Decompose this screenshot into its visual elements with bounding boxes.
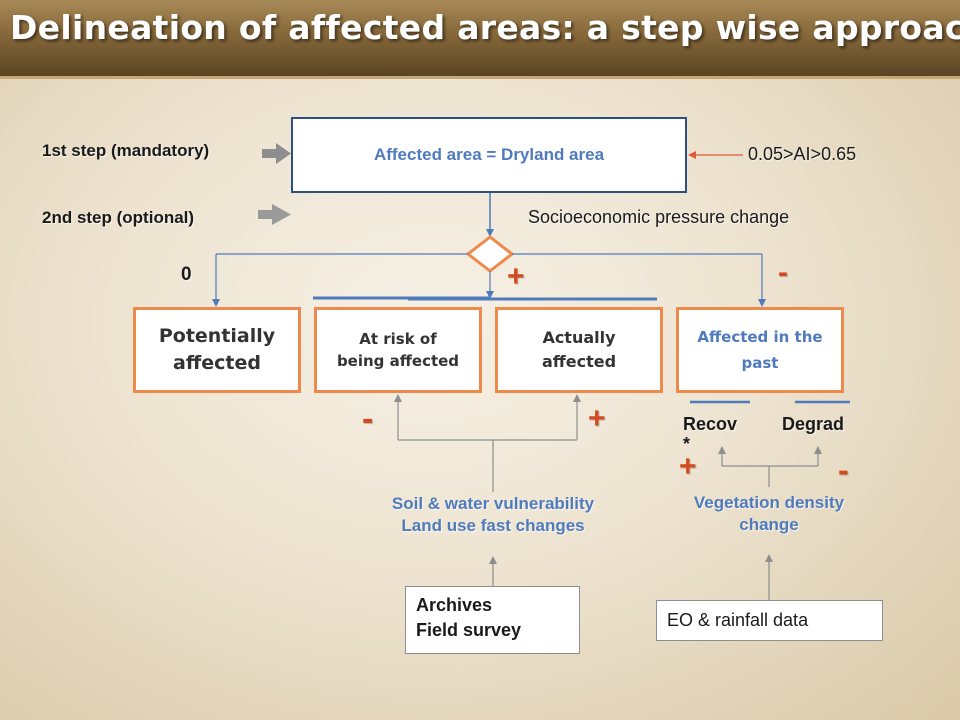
vegetation-density-label: Vegetation density change: [693, 493, 845, 534]
soil-fork-left-arrowhead: [394, 394, 402, 402]
archives-field-survey-box: Archives Field survey: [405, 586, 580, 654]
actually-affected-box: Actually affected: [495, 307, 663, 393]
ai-range-label: 0.05>AI>0.65: [748, 144, 857, 164]
eo-rainfall-box: EO & rainfall data: [656, 600, 883, 641]
step2-arrow: [258, 204, 291, 225]
branch-plus-sign: +: [507, 260, 525, 293]
at-risk-label: At risk of being affected: [336, 330, 460, 370]
archives-arrowhead: [489, 556, 497, 564]
actually-affected-label: Actually affected: [541, 328, 617, 371]
branch-drop-right-arrowhead: [758, 299, 766, 307]
slide-title: Delineation of affected areas: a step wi…: [10, 8, 960, 47]
recov-label: Recov *: [683, 414, 738, 454]
step2-label: 2nd step (optional): [42, 208, 195, 227]
main-to-diamond-arrowhead: [486, 229, 494, 237]
eo-rainfall-label: EO & rainfall data: [667, 610, 809, 630]
decision-diamond: [465, 235, 515, 273]
degrad-label: Degrad: [782, 414, 845, 434]
potentially-affected-box: Potentially affected: [133, 307, 301, 393]
branch-drop-left-arrowhead: [212, 299, 220, 307]
step1-label: 1st step (mandatory): [42, 141, 210, 160]
actually-plus-sign: +: [588, 402, 606, 435]
soil-fork-right-arrowhead: [573, 394, 581, 402]
dryland-area-box: Affected area = Dryland area: [291, 117, 687, 193]
degrad-minus-sign: -: [838, 452, 849, 488]
socioeconomic-label: Socioeconomic pressure change: [528, 207, 790, 227]
at-risk-minus-sign: -: [362, 400, 374, 438]
potentially-affected-label: Potentially affected: [158, 325, 276, 374]
branch-minus-sign: -: [778, 256, 788, 289]
branch-drop-center-arrowhead: [486, 291, 494, 299]
step1-arrow: [262, 143, 291, 164]
eo-arrowhead: [765, 554, 773, 562]
title-bar: Delineation of affected areas: a step wi…: [0, 0, 960, 79]
at-risk-box: At risk of being affected: [314, 307, 482, 393]
veg-fork-right-arrowhead: [814, 446, 822, 454]
branch-zero-sign: 0: [181, 264, 192, 285]
affected-in-past-label: Affected in the past: [697, 328, 823, 372]
recov-plus-sign: +: [679, 450, 697, 483]
soil-water-label: Soil & water vulnerability Land use fast…: [391, 494, 595, 535]
dryland-area-label: Affected area = Dryland area: [373, 145, 605, 164]
veg-fork-left-arrowhead: [718, 446, 726, 454]
ai-arrowhead: [688, 151, 696, 159]
affected-in-past-box: Affected in the past: [676, 307, 844, 393]
